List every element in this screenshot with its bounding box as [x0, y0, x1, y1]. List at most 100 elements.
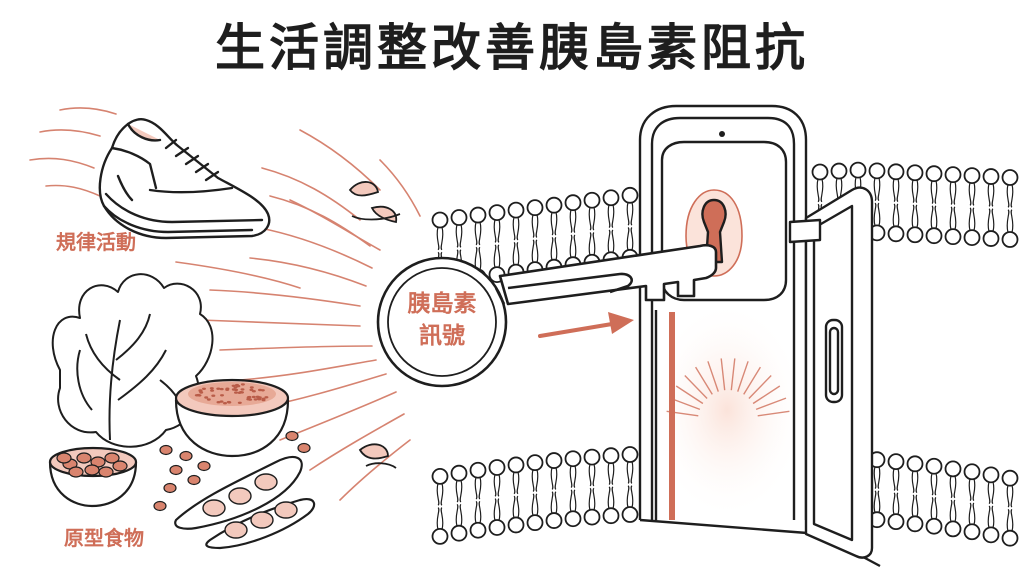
- rice-grain: [217, 401, 221, 403]
- lipid-head: [566, 511, 581, 526]
- rice-grain: [225, 388, 229, 390]
- whole-food-label: 原型食物: [64, 522, 144, 551]
- loose-bean: [298, 444, 310, 453]
- lipid-head: [946, 461, 961, 476]
- lipid-tail: [574, 210, 576, 233]
- lipid-tail: [874, 203, 876, 226]
- lipid-tail: [1007, 210, 1009, 233]
- lipid-tail: [593, 488, 595, 510]
- lipid-tail: [570, 210, 572, 233]
- lipid-head: [604, 508, 619, 523]
- lipid-head: [965, 230, 980, 245]
- loose-bean: [154, 502, 166, 511]
- lipid-tail: [456, 504, 458, 526]
- lipid-tail: [950, 182, 952, 205]
- lipid-head: [927, 519, 942, 534]
- lipid-tail: [874, 467, 876, 489]
- lipid-tail: [992, 209, 994, 232]
- lipid-tail: [589, 464, 591, 486]
- lipid-tail: [878, 491, 880, 513]
- lipid-tail: [893, 179, 895, 202]
- rice-grain: [220, 388, 224, 390]
- lipid-head: [984, 467, 999, 482]
- bean: [99, 467, 113, 477]
- lipid-tail: [912, 495, 914, 517]
- lipid-head: [547, 453, 562, 468]
- lipid-tail: [612, 487, 614, 509]
- pod-bean: [275, 502, 297, 518]
- lipid-tail: [555, 468, 557, 490]
- motion-line: [40, 130, 100, 136]
- lipid-head: [813, 165, 828, 180]
- lipid-tail: [969, 208, 971, 231]
- lipid-tail: [893, 469, 895, 491]
- pod-bean: [251, 512, 273, 528]
- motion-line: [290, 200, 380, 250]
- lipid-head: [889, 454, 904, 469]
- lipid-head: [509, 457, 524, 472]
- rice-grain: [223, 402, 227, 404]
- lipid-tail: [631, 486, 633, 508]
- lipid-tail: [969, 503, 971, 525]
- lipid-head: [471, 208, 486, 223]
- lipid-tail: [1007, 509, 1009, 531]
- motion-line: [220, 346, 372, 350]
- lipid-tail: [532, 494, 534, 516]
- lipid-head: [870, 163, 885, 178]
- lipid-head: [604, 448, 619, 463]
- lipid-tail: [532, 215, 534, 238]
- lipid-head: [471, 523, 486, 538]
- lipid-tail: [536, 494, 538, 516]
- lipid-head: [433, 529, 448, 544]
- lipid-tail: [460, 225, 462, 248]
- pod-bean: [203, 500, 225, 516]
- lipid-head: [908, 456, 923, 471]
- lipid-tail: [912, 205, 914, 228]
- lipid-tail: [608, 205, 610, 228]
- lipid-tail: [593, 207, 595, 230]
- lipid-tail: [950, 476, 952, 498]
- lipid-head: [509, 517, 524, 532]
- lipid-tail: [574, 235, 576, 258]
- rice-grain: [207, 398, 211, 400]
- lipid-tail: [479, 222, 481, 245]
- lipid-head: [832, 164, 847, 179]
- lipid-tail: [494, 474, 496, 496]
- lipid-tail: [513, 472, 515, 494]
- lipid-tail: [513, 242, 515, 265]
- lipid-tail: [441, 508, 443, 530]
- lipid-head: [509, 203, 524, 218]
- lipid-tail: [935, 473, 937, 495]
- lipid-head: [452, 526, 467, 541]
- lipid-tail: [916, 180, 918, 203]
- lipid-tail: [479, 477, 481, 499]
- lipid-tail: [437, 508, 439, 530]
- lipid-tail: [878, 178, 880, 201]
- bean: [77, 453, 91, 463]
- lipid-tail: [1011, 210, 1013, 233]
- loose-bean: [198, 462, 210, 471]
- bean: [69, 467, 83, 477]
- lipid-tail: [536, 240, 538, 263]
- lipid-tail: [897, 179, 899, 202]
- lipid-tail: [969, 183, 971, 206]
- lipid-tail: [555, 492, 557, 514]
- lipid-head: [585, 510, 600, 525]
- rice-grain: [252, 396, 256, 398]
- lipid-tail: [574, 490, 576, 512]
- lipid-tail: [460, 480, 462, 502]
- lipid-head: [1003, 170, 1018, 185]
- rice-grain: [247, 396, 251, 398]
- lipid-tail: [517, 472, 519, 494]
- lipid-tail: [969, 479, 971, 501]
- lipid-head: [433, 469, 448, 484]
- lipid-head: [1003, 531, 1018, 546]
- lipid-tail: [627, 202, 629, 225]
- lipid-tail: [1011, 185, 1013, 208]
- lipid-tail: [954, 182, 956, 205]
- lipid-tail: [593, 232, 595, 255]
- rice-grain: [256, 396, 260, 398]
- rice-grain: [199, 391, 203, 393]
- lipid-tail: [456, 225, 458, 248]
- rice-grain: [234, 386, 238, 388]
